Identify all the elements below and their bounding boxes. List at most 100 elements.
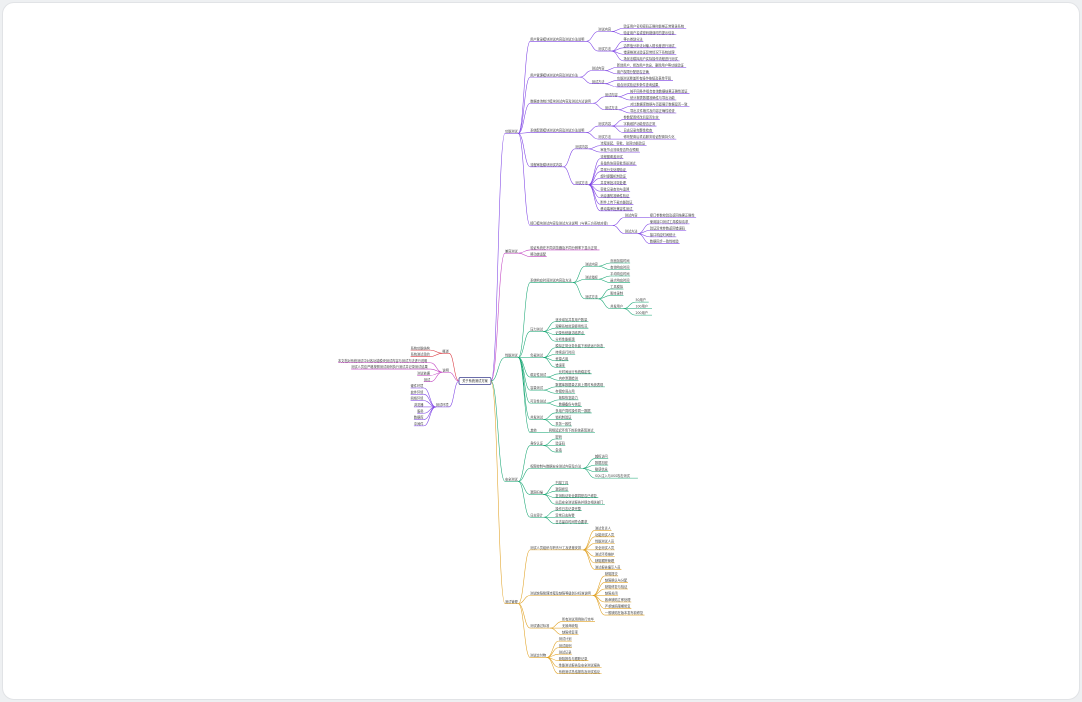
branch-label[interactable]: 性能测试 [505, 353, 519, 358]
node-label[interactable]: 日志审计 [530, 512, 544, 517]
node-label[interactable]: 系统测试目的 [411, 352, 430, 357]
node-label[interactable]: 数据库数据量达到上限时系统表现 [555, 382, 604, 387]
node-label[interactable]: 测试方法 [592, 79, 605, 84]
node-label[interactable]: 按不同条件组合查询数据结果正确性验证 [630, 89, 688, 94]
branch-label[interactable]: 说明 [442, 367, 448, 372]
node-label[interactable]: 测试内容 [585, 261, 599, 266]
node-label[interactable]: 移动端审批兼容性测试 [600, 206, 633, 211]
node-label[interactable]: 流程发起、审批、驳回功能验证 [600, 141, 645, 146]
node-label[interactable]: 越权访问 [595, 454, 608, 459]
node-label[interactable]: 并发测试 [530, 415, 544, 420]
node-label[interactable]: 锁机制验证 [555, 415, 572, 420]
node-label[interactable]: 致命缺陷立即处理 [605, 597, 631, 602]
node-label[interactable]: 日志留存时间符合要求 [555, 519, 588, 524]
node-label[interactable]: 缺陷报告与跟踪记录 [559, 656, 588, 661]
node-label[interactable]: 验证码 [555, 441, 565, 446]
node-label[interactable]: 漏洞修复 [555, 486, 569, 491]
node-label[interactable]: 错误率 [555, 362, 565, 367]
node-label[interactable]: 数据备份与恢复 [559, 402, 582, 407]
node-label[interactable]: 网络环境 [411, 396, 425, 401]
node-label[interactable]: 出具安全测试报告并提交相关部门 [555, 499, 603, 504]
node-label[interactable]: 记录系统崩溃临界点 [555, 330, 584, 335]
node-label[interactable]: 负载测试 [530, 353, 544, 358]
node-label[interactable]: 100用户 [636, 304, 648, 309]
node-label[interactable]: 测试内容 [625, 212, 639, 217]
node-label[interactable]: 系统测试总结报告及测试结论 [559, 669, 601, 674]
node-label[interactable]: 功能测试人员 [595, 532, 614, 537]
node-label[interactable]: 脚本录制 [610, 291, 623, 296]
node-label[interactable]: 系统功能结构 [411, 345, 430, 350]
branch-label[interactable]: 兼容测试 [505, 248, 519, 253]
node-label[interactable]: 验证用户名或密码错误时的提示信息 [624, 30, 675, 35]
node-label[interactable]: 缺陷修复率 [562, 630, 579, 635]
node-label[interactable]: 页面加载时间 [610, 258, 629, 263]
branch-label[interactable]: 测试环境 [436, 402, 450, 407]
node-label[interactable]: SQL注入与XSS攻击测试 [595, 473, 631, 478]
node-label[interactable]: 边界值分析法对输入框长度进行测试 [624, 43, 676, 48]
node-label[interactable]: 缺陷确认与分配 [605, 578, 628, 583]
node-label[interactable]: 字典维护功能是否正常 [624, 121, 656, 126]
node-label[interactable]: 测试环境维护 [595, 551, 614, 556]
node-label[interactable]: 组合测试验证多条件查询结果 [617, 82, 659, 87]
node-label[interactable]: 逐步增加并发用户数量 [555, 317, 588, 322]
node-label[interactable]: 异常分支处理验证 [600, 167, 626, 172]
node-label[interactable]: 移动端适配 [530, 252, 547, 257]
node-label[interactable]: 接口响应时间统计 [650, 232, 676, 237]
node-label[interactable]: 缺陷跟踪管理 [595, 558, 615, 563]
node-label[interactable]: 无致命缺陷 [562, 623, 578, 628]
node-label[interactable]: 测试人员应严格按照测试用例执行测试并记录测试结果 [351, 364, 428, 369]
node-label[interactable]: 观察系统资源使用情况 [555, 323, 588, 328]
node-label[interactable]: 测试交付物 [530, 653, 547, 658]
node-label[interactable]: 验证系统在不同浏览器及不同分辨率下显示正常 [530, 245, 597, 250]
branch-label[interactable]: 概述 [442, 348, 449, 353]
node-label[interactable]: 缺陷关闭 [605, 591, 618, 596]
node-label[interactable]: 异常日志告警 [555, 512, 575, 517]
node-label[interactable]: 新增用户、修改用户信息、删除用户等功能验证 [617, 62, 685, 67]
node-label[interactable]: 其他 [530, 428, 537, 433]
node-label[interactable]: 操作日志记录完整 [555, 506, 581, 511]
node-label[interactable]: 用户权限分配是否正确 [617, 69, 649, 74]
node-label[interactable]: 消息通知准确性验证 [600, 193, 629, 198]
node-label[interactable]: 测试内容 [598, 27, 612, 32]
node-label[interactable]: 等价类划分法 [624, 36, 643, 41]
node-label[interactable]: 性能测试人员 [595, 538, 614, 543]
node-label[interactable]: 中间件 [414, 421, 424, 426]
node-label[interactable]: 性能测试报告及安全测试报告 [559, 662, 600, 667]
node-label[interactable]: 缺陷提交 [605, 571, 619, 576]
node-label[interactable]: 复测验证安全漏洞是否已修复 [555, 493, 597, 498]
branch-label[interactable]: 功能测试 [505, 128, 519, 133]
node-label[interactable]: 权限控制与数据安全测试内容及方法 [530, 463, 581, 468]
node-label[interactable]: 存储空间占用 [555, 388, 574, 393]
node-label[interactable]: 验证用户名和密码正确时能够正常登录系统 [624, 23, 685, 28]
node-label[interactable]: 长时间运行系统稳定性 [559, 369, 592, 374]
node-label[interactable]: 容量测试 [530, 385, 544, 390]
node-label[interactable]: 并发审批冲突处理 [600, 180, 626, 185]
node-label[interactable]: 使用接口测试工具模拟请求 [650, 219, 689, 224]
node-label[interactable]: 测试计划 [559, 636, 572, 641]
node-label[interactable]: 接口模块测试内容及测试方法说明（与第三方系统对接） [530, 221, 610, 226]
node-label[interactable]: 分析性能瓶颈 [555, 336, 575, 341]
branch-label[interactable]: 测试管理 [505, 599, 519, 604]
node-label[interactable]: 稳定性测试 [530, 372, 547, 377]
node-label[interactable]: 缺陷修复与验证 [605, 584, 628, 589]
mind-map[interactable]: 关于系统测试方案功能测试用户登录模块测试内容及测试方法说明测试内容验证用户名和密… [3, 3, 1079, 699]
node-label[interactable]: 所有测试用例执行完毕 [562, 617, 595, 622]
node-label[interactable]: 接口参数校验及返回结果正确性 [650, 212, 695, 217]
node-label[interactable]: 用户登录模块测试内容及测试方法说明 [530, 36, 584, 41]
node-label[interactable]: 审批记录查询与追溯 [600, 186, 629, 191]
node-label[interactable]: 测试方法 [605, 105, 618, 110]
node-label[interactable]: 模拟正常业务负载下系统运行状态 [555, 343, 604, 348]
node-label[interactable]: 密码 [555, 434, 561, 439]
node-label[interactable]: 测试负责人 [595, 525, 612, 530]
node-label[interactable]: 并发用户 [610, 304, 623, 309]
node-label[interactable]: 测试指标 [585, 274, 599, 279]
node-label[interactable]: 一般缺陷在版本发布前修复 [605, 610, 644, 615]
node-label[interactable]: 验证异常参数返回错误码 [650, 225, 685, 230]
node-label[interactable]: 流程审批模块测试内容 [530, 162, 563, 167]
node-label[interactable]: 可靠性测试 [530, 398, 547, 403]
node-label[interactable]: 对比数据库数据与页面展示数据是否一致 [630, 102, 688, 107]
node-label[interactable]: 服务 [417, 408, 424, 413]
node-label[interactable]: 统计报表数据准确性与导出功能 [630, 95, 675, 100]
node-label[interactable]: 场景法模拟用户实际操作流程进行测试 [624, 56, 679, 61]
node-label[interactable]: 测试 [424, 377, 431, 382]
